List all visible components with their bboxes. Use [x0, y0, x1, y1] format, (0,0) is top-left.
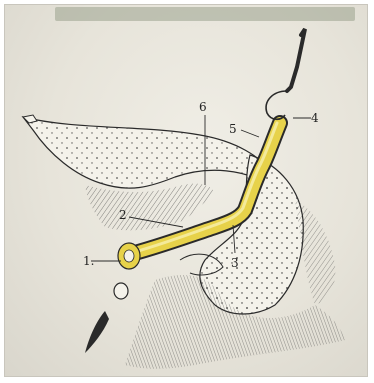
label-3: 3 [231, 256, 239, 270]
label-2: 2 [119, 208, 127, 222]
label-6: 6 [199, 100, 207, 114]
label-4: 4 [311, 111, 319, 125]
tube-lumen [124, 250, 134, 262]
illustration-frame: 1. 2 3 4 5 6 [4, 4, 368, 377]
anatomical-diagram: 1. 2 3 4 5 6 [5, 5, 368, 377]
faded-header-text [55, 7, 355, 21]
leader-5 [241, 130, 259, 137]
label-5: 5 [229, 122, 237, 136]
label-1: 1. [83, 254, 94, 268]
hatched-tissue-left [85, 184, 215, 231]
upper-membrane-stipple [23, 117, 280, 188]
membrane-tip [23, 115, 37, 123]
probe-hook [266, 91, 287, 119]
probe-rod [287, 29, 305, 91]
fragment-comma [85, 311, 109, 353]
fragment-round [114, 283, 128, 299]
